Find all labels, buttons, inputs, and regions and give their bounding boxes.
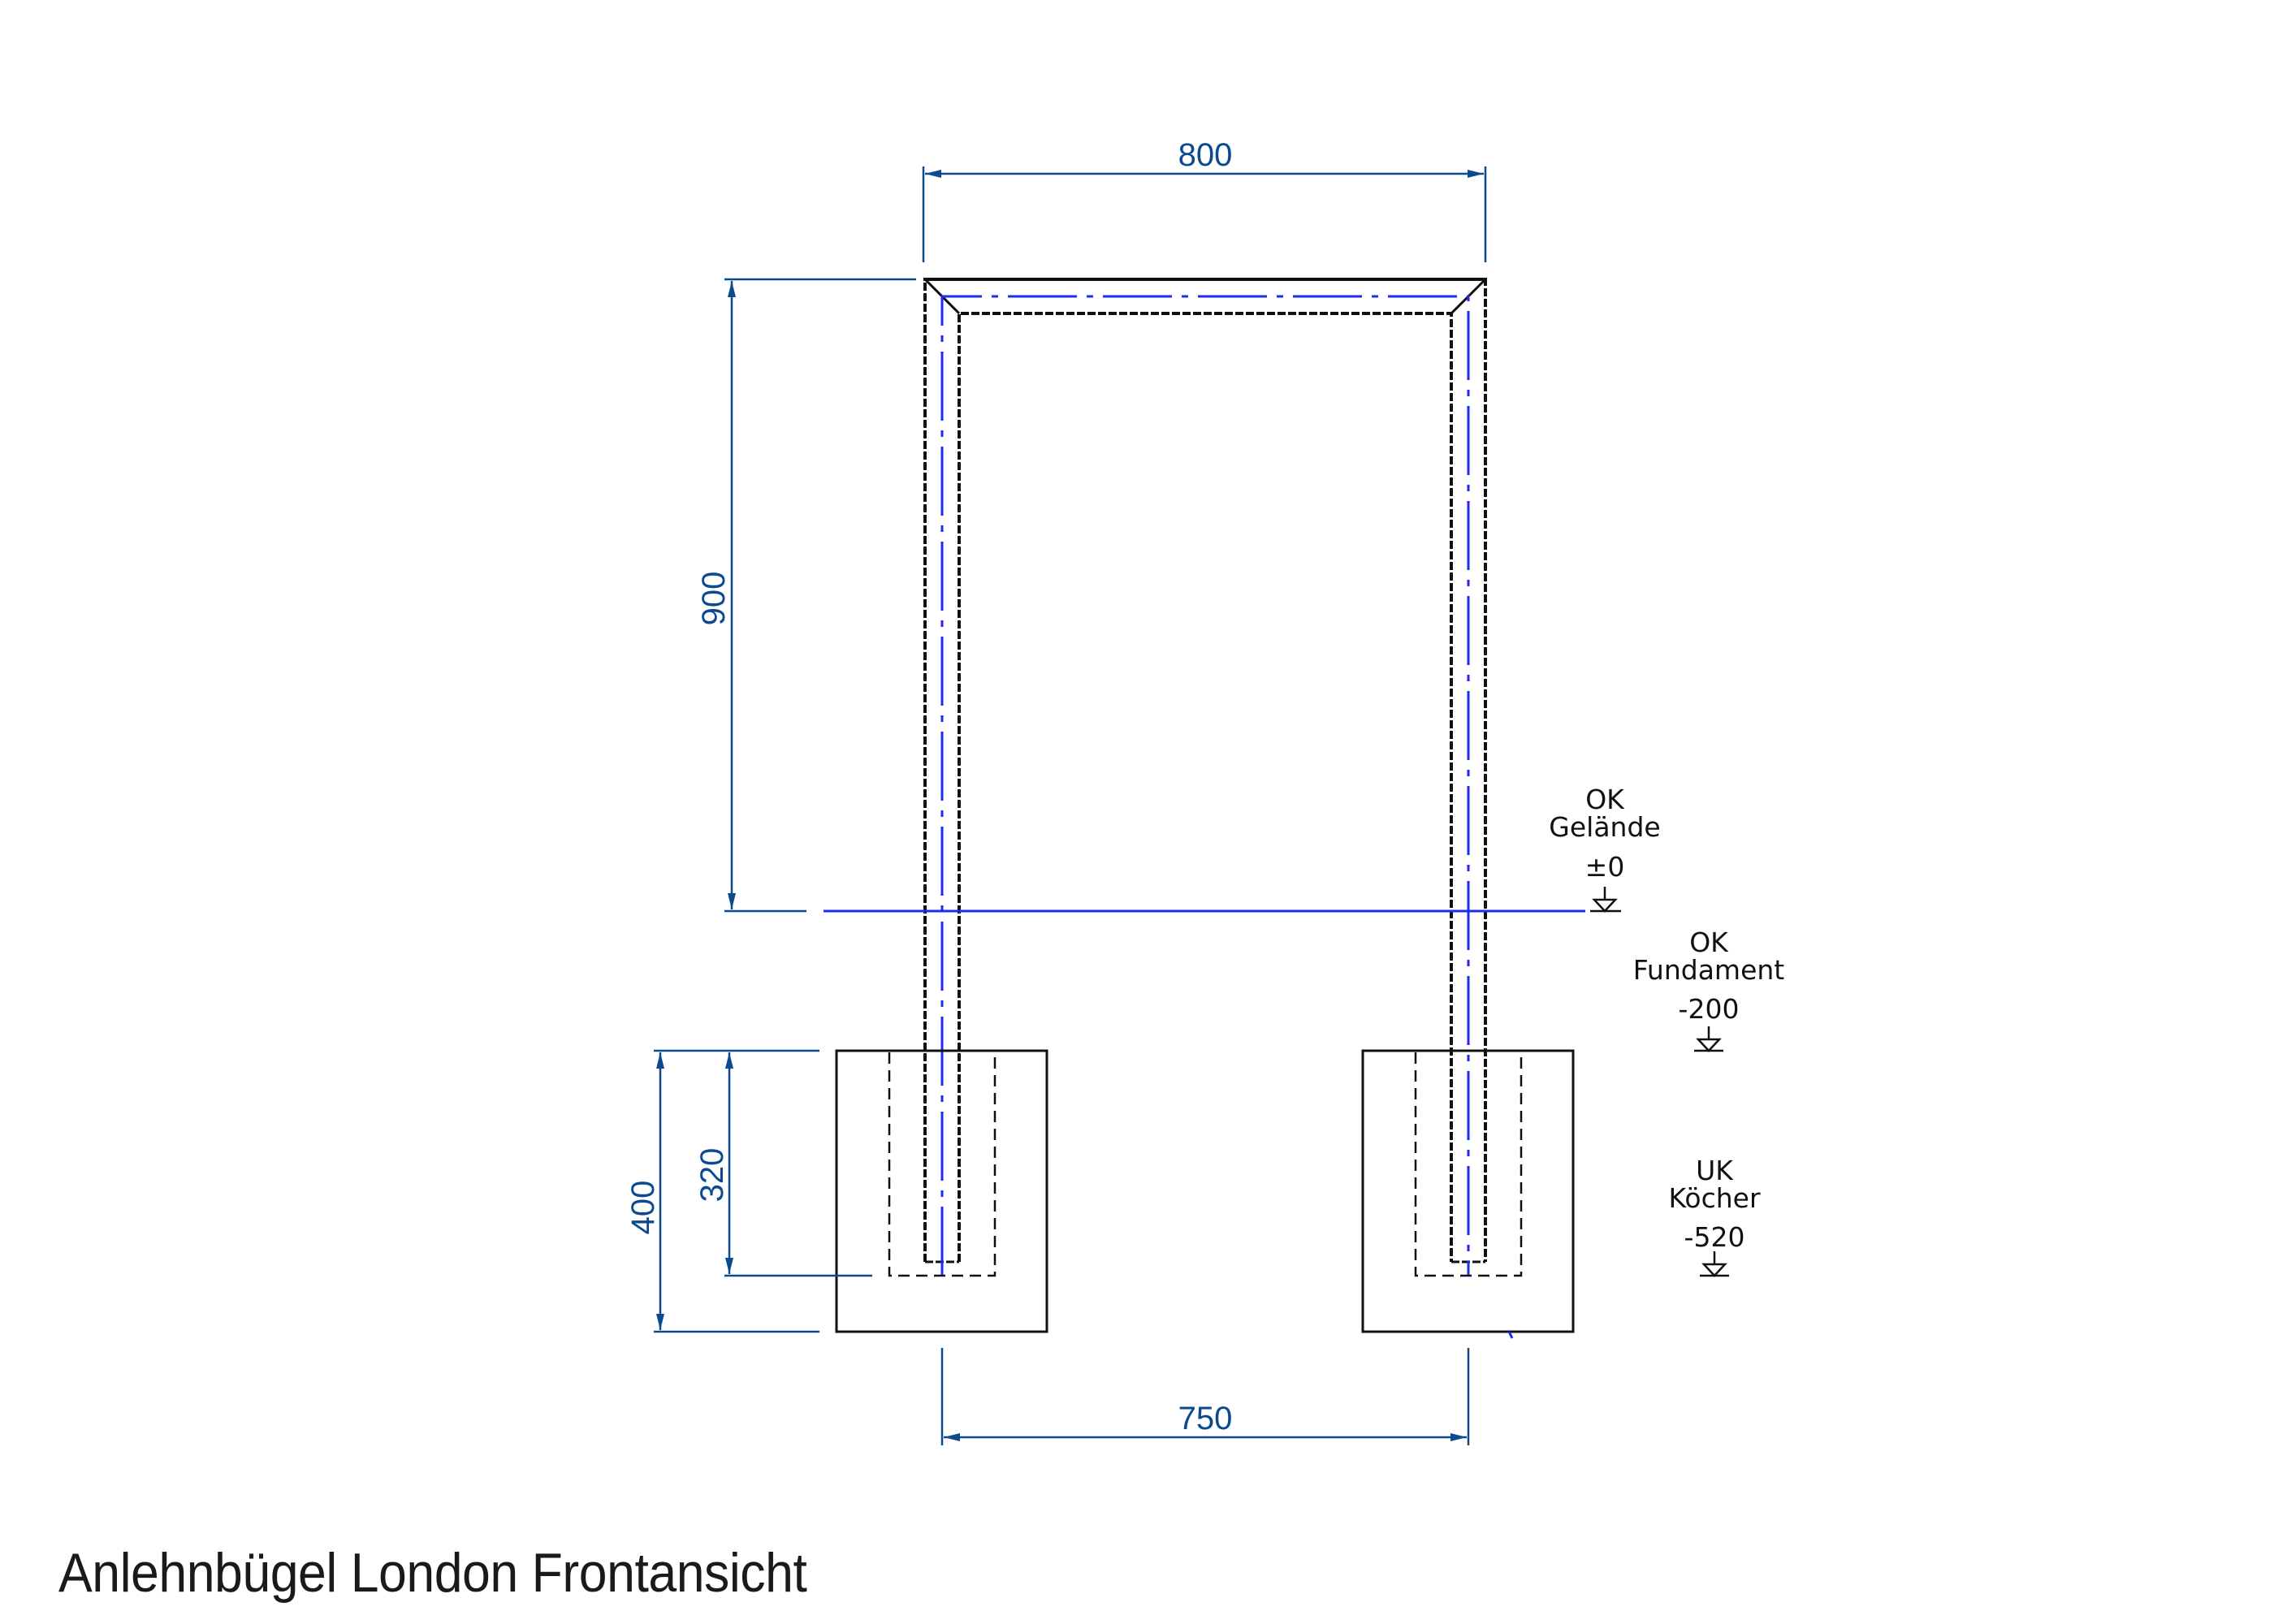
foundation-left: [835, 1049, 1048, 1333]
dimension-label-320: 320: [694, 1148, 730, 1203]
level-koecher-line2: Köcher: [1668, 1182, 1761, 1214]
dimension-800: [922, 166, 1487, 262]
level-fundament-value: -200: [1679, 993, 1740, 1025]
dimension-750: [940, 1348, 1470, 1445]
foundation-right: [1361, 1049, 1575, 1333]
dimension-label-750: 750: [1178, 1401, 1233, 1436]
level-marker-koecher: UK Köcher -520: [1668, 1155, 1761, 1277]
dimension-label-400: 400: [625, 1181, 661, 1235]
level-koecher-value: -520: [1684, 1221, 1745, 1253]
level-gelaende-line2: Gelände: [1549, 811, 1660, 843]
level-fundament-line2: Fundament: [1633, 954, 1785, 986]
dimension-900: [724, 278, 916, 913]
level-gelaende-line1: OK: [1585, 784, 1625, 815]
dimension-320: [724, 1052, 872, 1277]
level-triangle-icon: [1590, 887, 1621, 913]
level-gelaende-value: ±0: [1585, 851, 1625, 883]
dimension-400: [654, 1049, 819, 1333]
stray-tick: [1507, 1331, 1514, 1339]
dimension-label-900: 900: [696, 572, 732, 626]
dimension-label-800: 800: [1178, 137, 1233, 173]
level-marker-fundament: OK Fundament -200: [1633, 926, 1785, 1052]
level-koecher-line1: UK: [1696, 1155, 1734, 1186]
bike-rack-frame: [923, 278, 1487, 1263]
drawing-title: Anlehnbügel London Frontansicht: [58, 1542, 807, 1604]
centerlines: [940, 295, 1470, 1276]
level-triangle-icon: [1700, 1251, 1729, 1277]
level-fundament-line1: OK: [1689, 926, 1729, 958]
level-triangle-icon: [1694, 1026, 1723, 1052]
level-marker-gelaende: OK Gelände ±0: [1549, 784, 1661, 913]
